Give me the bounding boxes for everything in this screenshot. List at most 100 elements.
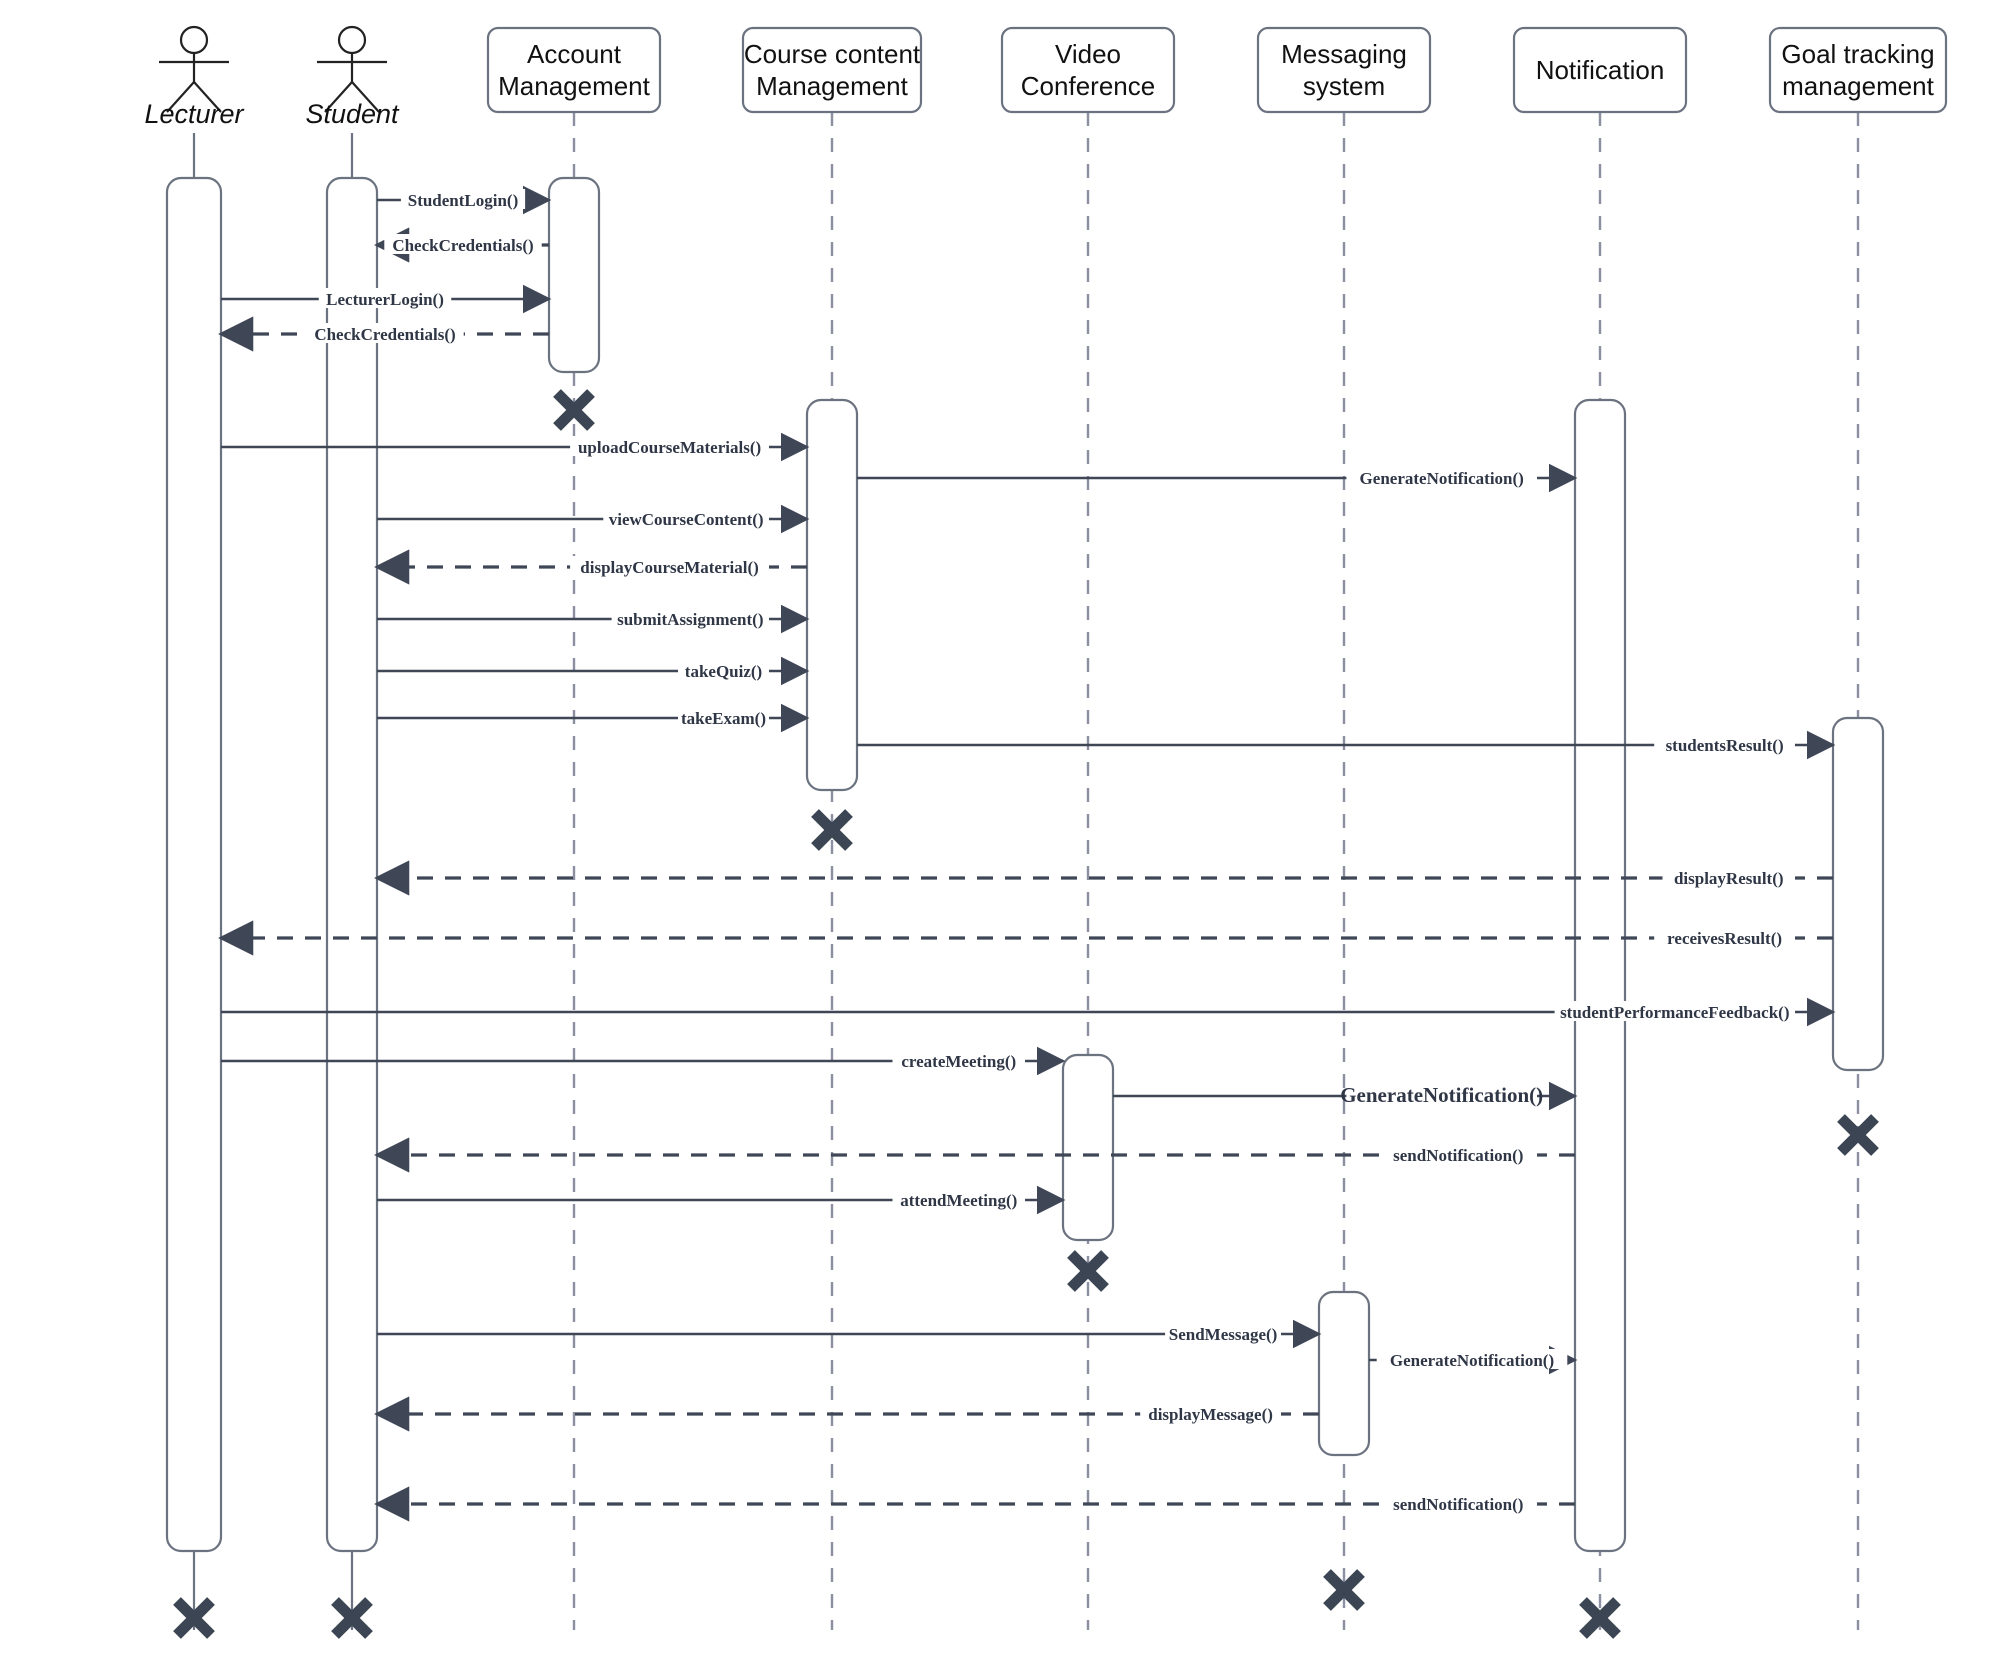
destruction-marker-lecturer — [173, 1597, 215, 1639]
object-box-goal[interactable] — [1768, 26, 1948, 114]
destruction-markers-group — [173, 389, 1879, 1639]
message-m21: GenerateNotification() — [1369, 1345, 1578, 1375]
message-label-bg-m14 — [1654, 927, 1795, 947]
message-m19: attendMeeting() — [377, 1185, 1066, 1215]
message-m02: CheckCredentials() — [374, 227, 549, 263]
object-label-account: Management — [498, 71, 651, 101]
object-box-course[interactable] — [741, 26, 923, 114]
message-m06: GenerateNotification() — [857, 463, 1578, 493]
object-label-notify: Notification — [1536, 55, 1665, 85]
message-label-bg-m22 — [1140, 1403, 1281, 1423]
message-m09: submitAssignment() — [377, 604, 810, 634]
message-label-m09: submitAssignment() — [617, 610, 763, 629]
activation-bar-video — [1061, 1053, 1115, 1242]
message-label-bg-m15 — [1554, 1001, 1795, 1021]
destruction-marker-account — [553, 389, 595, 431]
destruction-stroke-b — [1837, 1114, 1879, 1156]
destruction-stroke-b — [331, 1597, 373, 1639]
message-label-m10: takeQuiz() — [685, 662, 762, 681]
object-label-video: Video — [1055, 39, 1121, 69]
message-m13: displayResult() — [374, 860, 1833, 896]
object-label-account: Account — [527, 39, 622, 69]
message-m22: displayMessage() — [374, 1396, 1319, 1432]
destruction-stroke-b — [173, 1597, 215, 1639]
object-label-messaging: system — [1303, 71, 1385, 101]
message-label-m19: attendMeeting() — [900, 1191, 1017, 1210]
message-label-m12: studentsResult() — [1666, 736, 1784, 755]
message-m10: takeQuiz() — [377, 656, 810, 686]
actor-lecturer: Lecturer — [144, 25, 245, 129]
message-m23: sendNotification() — [374, 1486, 1575, 1522]
message-label-bg-m12 — [1654, 734, 1795, 754]
object-label-course: Course content — [744, 39, 921, 69]
message-label-m22: displayMessage() — [1148, 1405, 1273, 1424]
message-label-m15: studentPerformanceFeedback() — [1560, 1003, 1789, 1022]
destruction-stroke-b — [811, 809, 853, 851]
object-box-account[interactable] — [486, 26, 662, 114]
message-label-bg-m04 — [306, 323, 464, 343]
message-label-m11: takeExam() — [681, 709, 766, 728]
destruction-marker-messaging — [1323, 1569, 1365, 1611]
message-label-bg-m10 — [678, 660, 769, 680]
message-m17: GenerateNotification() — [1113, 1081, 1578, 1111]
message-m04: CheckCredentials() — [218, 316, 549, 352]
message-label-m06: GenerateNotification() — [1360, 469, 1524, 488]
message-label-bg-m01 — [400, 189, 526, 209]
message-label-m04: CheckCredentials() — [314, 325, 455, 344]
destruction-stroke-b — [1067, 1250, 1109, 1292]
activation-bar-course — [805, 398, 859, 792]
activation-bar-goal — [1831, 716, 1885, 1072]
actor-label-student: Student — [305, 99, 400, 129]
activation-bar-account — [547, 176, 601, 374]
destruction-stroke-b — [1579, 1597, 1621, 1639]
message-m01: StudentLogin() — [377, 185, 552, 215]
destruction-stroke-b — [553, 389, 595, 431]
message-label-m02: CheckCredentials() — [392, 236, 533, 255]
message-m16: createMeeting() — [221, 1046, 1066, 1076]
message-label-bg-m16 — [892, 1050, 1025, 1070]
activations-group — [165, 176, 1885, 1553]
message-label-m05: uploadCourseMaterials() — [578, 438, 761, 457]
message-m11: takeExam() — [377, 703, 810, 733]
actor-student: Student — [305, 25, 400, 129]
activation-bar-messaging — [1317, 1290, 1371, 1457]
destruction-marker-video — [1067, 1250, 1109, 1292]
message-label-bg-m17 — [1346, 1085, 1537, 1105]
actor-head-icon — [337, 25, 367, 55]
message-label-m17: GenerateNotification() — [1340, 1083, 1543, 1107]
actor-head-icon — [179, 25, 209, 55]
object-box-video[interactable] — [1000, 26, 1176, 114]
message-label-bg-m06 — [1346, 467, 1537, 487]
message-label-m03: LecturerLogin() — [326, 290, 444, 309]
destruction-marker-student — [331, 1597, 373, 1639]
destruction-marker-goal — [1837, 1114, 1879, 1156]
message-label-bg-m18 — [1379, 1144, 1537, 1164]
actor-label-lecturer: Lecturer — [144, 99, 244, 129]
object-notify[interactable]: Notification — [1512, 26, 1688, 114]
object-label-goal: Goal tracking — [1781, 39, 1934, 69]
message-m12: studentsResult() — [857, 730, 1836, 760]
message-label-m08: displayCourseMaterial() — [580, 558, 758, 577]
actor-leg-left-icon — [166, 81, 195, 113]
message-label-bg-m02 — [384, 234, 542, 254]
object-label-goal: management — [1782, 71, 1935, 101]
message-label-bg-m11 — [678, 707, 769, 727]
object-box-notify[interactable] — [1512, 26, 1688, 114]
message-label-bg-m20 — [1165, 1323, 1281, 1343]
object-label-video: Conference — [1021, 71, 1155, 101]
message-label-m13: displayResult() — [1674, 869, 1784, 888]
messages-group: StudentLogin() CheckCredentials() Lecturer… — [218, 185, 1836, 1522]
message-label-bg-m05 — [570, 436, 769, 456]
object-box-messaging[interactable] — [1256, 26, 1432, 114]
message-label-m21: GenerateNotification() — [1390, 1351, 1554, 1370]
destruction-marker-notify — [1579, 1597, 1621, 1639]
message-m20: SendMessage() — [377, 1319, 1322, 1349]
message-label-m16: createMeeting() — [901, 1052, 1016, 1071]
